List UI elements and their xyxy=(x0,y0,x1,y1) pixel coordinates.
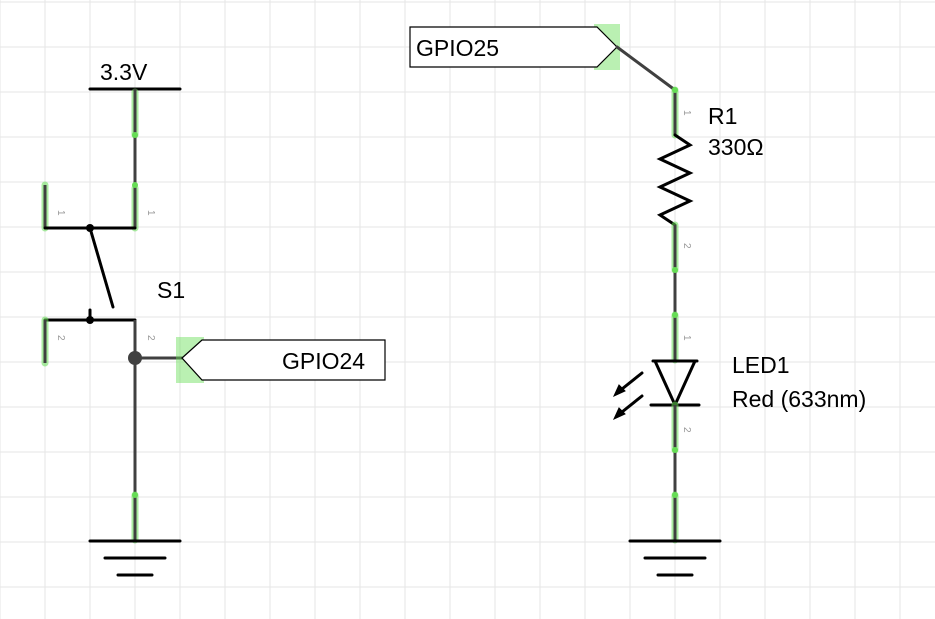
r1-value: 330Ω xyxy=(708,134,764,160)
gpio25-tag xyxy=(409,26,618,68)
led1-triangle xyxy=(652,359,698,409)
s1-pin2-number: 2 xyxy=(55,335,66,341)
net-label-gpio25[interactable]: GPIO25 xyxy=(409,24,620,70)
led1-ref: LED1 xyxy=(732,352,790,378)
wire-gpio25-r1[interactable] xyxy=(615,45,677,92)
power-label: 3.3V xyxy=(100,59,148,85)
s1-pin1-number: 1 xyxy=(55,210,66,216)
gpio24-tag xyxy=(181,339,386,381)
gpio25-text: GPIO25 xyxy=(416,35,499,61)
led1-value: Red (633nm) xyxy=(732,386,866,412)
led1-pin1-number: 1 xyxy=(681,335,692,341)
s1-lever xyxy=(88,226,115,309)
resistor-r1[interactable]: 1 2 R1 330Ω xyxy=(656,86,764,274)
r1-ref: R1 xyxy=(708,103,737,129)
r1-pin2-number: 2 xyxy=(681,243,692,249)
net-label-gpio24[interactable]: GPIO24 xyxy=(176,337,386,383)
r1-pin1-number: 1 xyxy=(681,110,692,116)
ground-symbol-left[interactable] xyxy=(88,491,182,577)
r1-zigzag xyxy=(656,133,694,227)
led1-pin2-number: 2 xyxy=(681,427,692,433)
led-led1[interactable]: 1 2 LED1 Red (633nm) xyxy=(612,311,866,454)
s1-pin1b-number: 1 xyxy=(145,210,156,216)
s1-pin2b-number: 2 xyxy=(145,335,156,341)
power-symbol-3v3[interactable]: 3.3V xyxy=(88,59,182,139)
ground-symbol-right[interactable] xyxy=(628,491,722,577)
switch-s1[interactable]: 1 1 2 2 S1 xyxy=(41,181,185,367)
connection-points xyxy=(132,87,678,498)
s1-pivot-bottom xyxy=(86,316,94,324)
gpio24-text: GPIO24 xyxy=(282,348,365,374)
led1-light-arrows-icon xyxy=(612,371,644,421)
s1-ref: S1 xyxy=(157,277,185,303)
